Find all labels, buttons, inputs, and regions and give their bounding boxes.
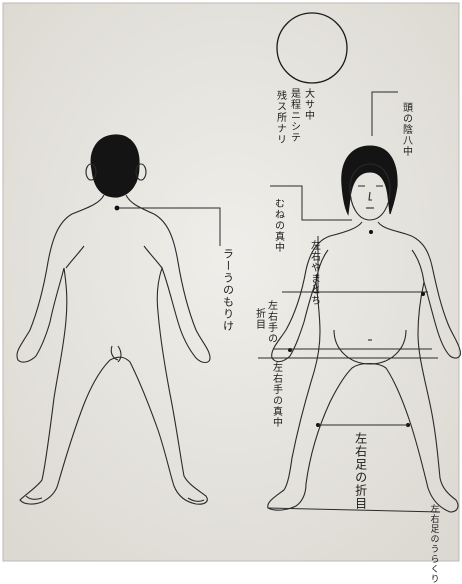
circle-note-col-2: 是程ニシテ [288, 88, 299, 143]
back-spine-label: ラーうのもりけ [222, 248, 234, 332]
chest-marker [421, 292, 425, 296]
legs-label: 左右足の折目 [354, 432, 367, 510]
circle-note-col-3: 残ス所ナリ [274, 90, 285, 145]
chest-label: 左右やまとち [308, 240, 319, 306]
throat-marker [369, 230, 373, 234]
waist-label-col-2: 折目 [253, 308, 264, 330]
shoulder-label: むねの真中 [272, 198, 283, 253]
hips-label: 左右手の真中 [270, 362, 281, 428]
circle-note-col-1: 大サ中 [302, 88, 313, 121]
anatomical-scroll-illustration: 大サ中 是程ニシテ 残ス所ナリ 頭の陰八中 ラーうのもりけ むねの真中 左右やま… [0, 0, 462, 564]
back-figure-hair [91, 135, 139, 197]
head-crown-label: 頭の陰八中 [400, 102, 411, 157]
feet-label: 左右足のうらくり [428, 504, 437, 584]
waist-label-col-1: 左右手の [265, 300, 276, 344]
back-spine-marker [115, 206, 120, 211]
